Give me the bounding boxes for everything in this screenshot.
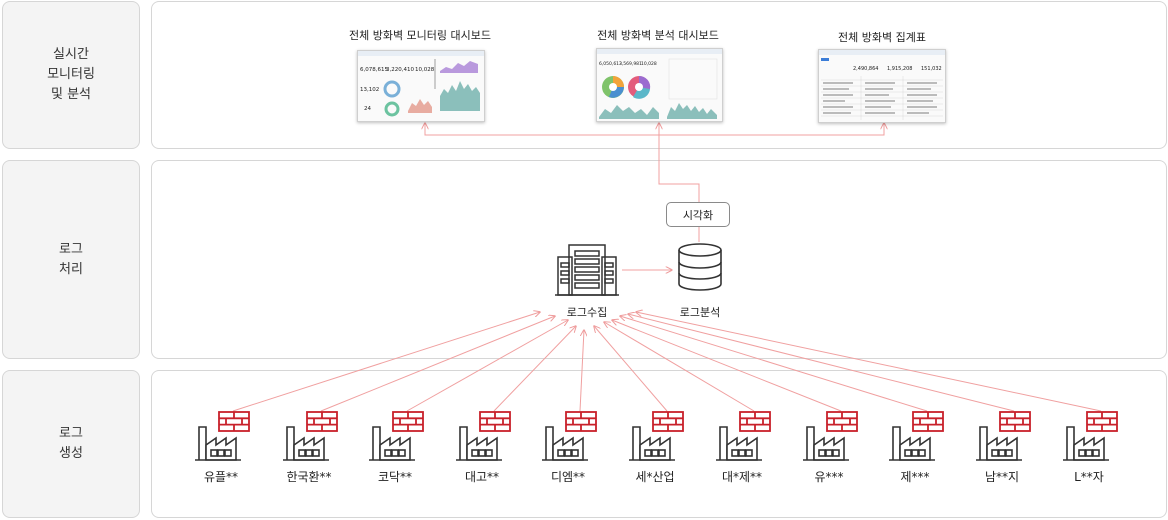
dashboard-title-summary: 전체 방화벽 집계표 — [838, 31, 926, 44]
factory-icon — [803, 411, 858, 461]
firewall-icon — [218, 411, 250, 432]
factory-label: 유*** — [814, 470, 844, 484]
stat-text: 24 — [364, 106, 371, 112]
factory-icon — [369, 411, 424, 461]
arrow-to-right-dashboard — [659, 123, 884, 136]
arrow-factory-to-collector — [406, 320, 568, 412]
arrow-factory-to-collector — [579, 330, 584, 412]
row-label-generation: 로그 생성 — [2, 370, 140, 518]
factory-label: 대*제** — [721, 470, 763, 484]
firewall-icon — [652, 411, 684, 432]
firewall-icon — [1086, 411, 1118, 432]
factory-node — [195, 410, 251, 462]
arrow-factory-to-collector — [232, 312, 540, 412]
firewall-icon — [565, 411, 597, 432]
arrow-factory-to-collector — [320, 316, 555, 412]
arrow-factory-to-collector — [493, 326, 576, 412]
factory-label: 제*** — [900, 470, 930, 484]
factory-node — [1063, 410, 1119, 462]
factory-icon — [716, 411, 771, 461]
stat-text: 3,569,981 — [619, 61, 642, 67]
factory-icon — [283, 411, 338, 461]
dashboard-thumbnail-summary[interactable]: 2,490,864 1,915,208 151,032 — [818, 49, 946, 123]
stat-text: 1,915,208 — [887, 66, 912, 72]
panel-processing — [151, 160, 1167, 359]
server-building-icon — [555, 244, 619, 296]
dashboard-thumbnail-monitoring[interactable]: 6,078,615 3,220,410 10,028 13,102 24 — [357, 50, 485, 122]
factory-icon — [542, 411, 597, 461]
dashboard-thumbnail-analysis[interactable]: 6,050,613 3,569,981 10,028 — [596, 48, 723, 122]
arrow-factory-to-collector — [628, 314, 1015, 412]
firewall-icon — [392, 411, 424, 432]
stat-text: 10,028 — [641, 61, 657, 67]
factory-node — [803, 410, 859, 462]
factory-icon — [889, 411, 944, 461]
stat-text: 6,050,613 — [599, 61, 622, 67]
factory-node — [542, 410, 598, 462]
factory-icon — [195, 411, 250, 461]
arrow-factory-to-collector — [612, 320, 842, 412]
factory-node — [716, 410, 772, 462]
row-label-monitoring: 실시간 모니터링 및 분석 — [2, 1, 140, 149]
firewall-icon — [912, 411, 944, 432]
firewall-icon — [826, 411, 858, 432]
firewall-icon — [739, 411, 771, 432]
factory-label: 디엠** — [550, 470, 586, 484]
firewall-icon — [999, 411, 1031, 432]
factory-node — [283, 410, 339, 462]
summary-table-preview: 2,490,864 1,915,208 151,032 — [819, 50, 945, 120]
factory-label: L**자 — [1074, 470, 1104, 484]
arrow-to-left-dashboard — [425, 123, 659, 136]
analyzer-label: 로그분석 — [679, 306, 721, 319]
factory-icon — [629, 411, 684, 461]
stat-text: 13,102 — [360, 87, 379, 93]
arrow-factory-to-collector — [636, 312, 1102, 412]
factory-label: 한국환** — [286, 470, 332, 484]
analysis-dashboard-preview: 6,050,613 3,569,981 10,028 — [597, 49, 722, 119]
factory-label: 세*산업 — [635, 470, 675, 484]
database-icon — [678, 243, 722, 291]
factory-node — [456, 410, 512, 462]
stat-text: 2,490,864 — [853, 66, 878, 72]
factory-label: 코닥** — [377, 470, 413, 484]
stat-text: 3,220,410 — [386, 67, 414, 73]
monitoring-dashboard-preview: 6,078,615 3,220,410 10,028 13,102 24 — [358, 51, 484, 117]
factory-label: 남**지 — [984, 470, 1020, 484]
row-label-processing: 로그 처리 — [2, 160, 140, 359]
dashboard-title-monitoring: 전체 방화벽 모니터링 대시보드 — [348, 29, 492, 42]
factory-label: 대고** — [464, 470, 500, 484]
collector-label: 로그수집 — [566, 306, 608, 319]
arrow-factory-to-collector — [604, 322, 755, 412]
stat-text: 6,078,615 — [360, 67, 388, 73]
dashboard-title-analysis: 전체 방화벽 분석 대시보드 — [597, 29, 719, 42]
firewall-icon — [479, 411, 511, 432]
factory-node — [369, 410, 425, 462]
factory-node — [889, 410, 945, 462]
stat-text: 10,028 — [415, 67, 435, 73]
stat-text: 151,032 — [921, 66, 942, 72]
arrow-factory-to-collector — [620, 316, 928, 412]
factory-node — [976, 410, 1032, 462]
factory-icon — [1063, 411, 1118, 461]
factory-icon — [976, 411, 1031, 461]
visualize-box: 시각화 — [666, 202, 730, 227]
factory-label: 유플** — [203, 470, 239, 484]
factory-icon — [456, 411, 511, 461]
firewall-icon — [306, 411, 338, 432]
arrow-factory-to-collector — [594, 326, 668, 412]
factory-node — [629, 410, 685, 462]
